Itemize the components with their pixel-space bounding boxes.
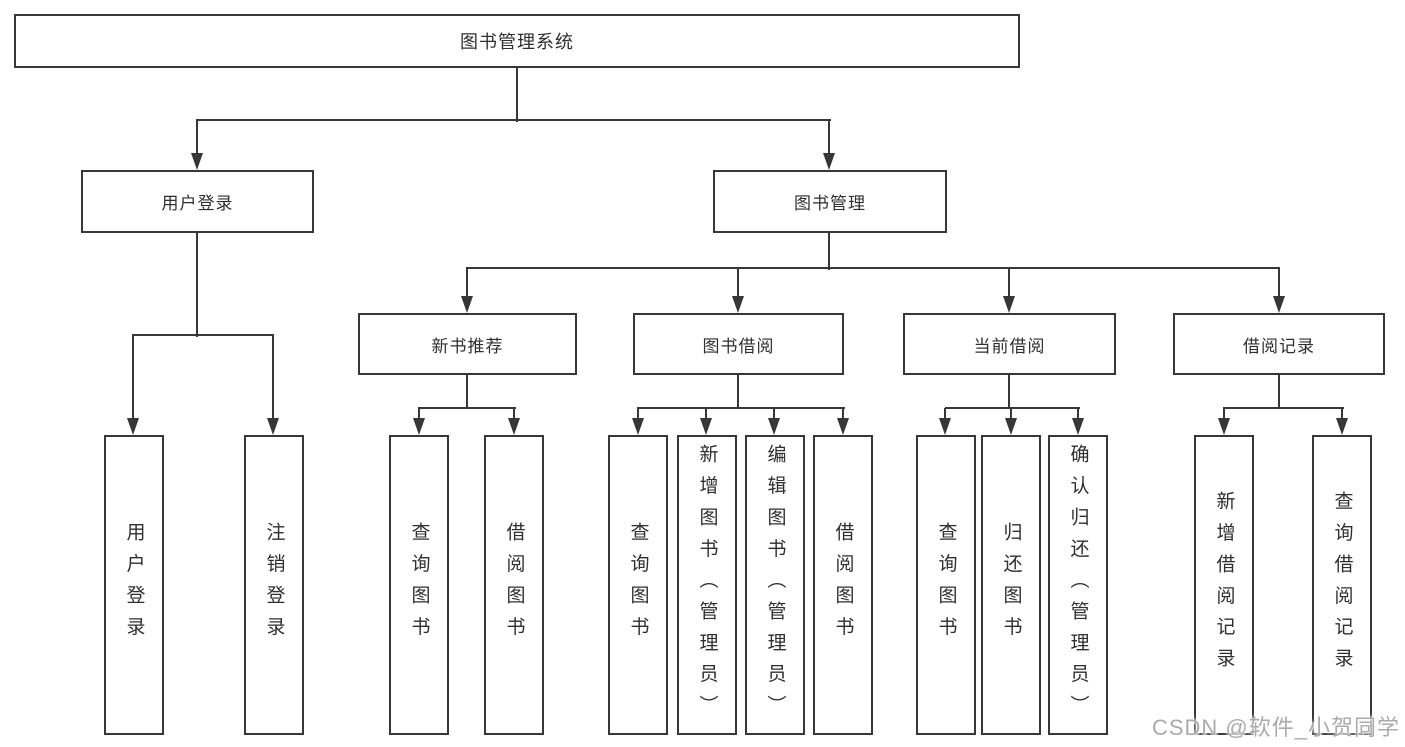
node-label: 当前借阅 — [973, 336, 1046, 356]
arrow-down-icon — [1218, 418, 1230, 435]
connector-line — [466, 375, 468, 409]
connector-line — [196, 120, 198, 158]
node-root: 图书管理系统 — [14, 14, 1020, 68]
arrow-down-icon — [939, 418, 951, 435]
connector-line — [1008, 268, 1010, 300]
connector-line — [828, 120, 830, 158]
leaf-query-books: 查询图书 — [389, 435, 449, 735]
node-book-borrowing: 图书借阅 — [633, 313, 844, 375]
connector-line — [737, 268, 739, 300]
leaf-edit-books-admin: 编辑图书（管理员） — [745, 435, 805, 735]
leaf-borrow-books: 借阅图书 — [813, 435, 873, 735]
leaf-label: 查询借阅记录 — [1331, 490, 1353, 680]
arrow-down-icon — [700, 418, 712, 435]
leaf-query-borrow-record: 查询借阅记录 — [1312, 435, 1372, 735]
arrow-down-icon — [1336, 418, 1348, 435]
arrow-down-icon — [267, 418, 279, 435]
node-borrowing-records: 借阅记录 — [1173, 313, 1385, 375]
arrow-down-icon — [1003, 296, 1015, 313]
connector-line — [737, 375, 739, 409]
leaf-label: 编辑图书（管理员） — [764, 443, 786, 727]
leaf-label: 借阅图书 — [832, 522, 854, 648]
connector-line — [944, 408, 946, 422]
node-label: 新书推荐 — [431, 336, 504, 356]
connector-line — [196, 233, 198, 337]
leaf-label: 查询图书 — [627, 522, 649, 648]
connector-line — [516, 68, 518, 122]
connector-line — [1278, 268, 1280, 300]
connector-line — [418, 407, 516, 409]
leaf-label: 查询图书 — [935, 522, 957, 648]
arrow-down-icon — [1072, 418, 1084, 435]
arrow-down-icon — [461, 296, 473, 313]
arrow-down-icon — [413, 418, 425, 435]
leaf-label: 归还图书 — [1000, 522, 1022, 648]
node-root-label: 图书管理系统 — [460, 32, 574, 52]
node-label: 用户登录 — [161, 194, 234, 213]
leaf-label: 确认归还（管理员） — [1067, 443, 1089, 727]
connector-line — [1010, 408, 1012, 422]
connector-line — [132, 334, 274, 336]
leaf-label: 新增图书（管理员） — [696, 443, 718, 727]
arrow-down-icon — [732, 296, 744, 313]
leaf-label: 查询图书 — [408, 522, 430, 648]
node-new-book-recommendation: 新书推荐 — [358, 313, 577, 375]
arrow-down-icon — [1005, 418, 1017, 435]
leaf-add-books-admin: 新增图书（管理员） — [677, 435, 737, 735]
connector-line — [466, 268, 468, 300]
arrow-down-icon — [768, 418, 780, 435]
node-book-management-branch: 图书管理 — [713, 170, 947, 233]
leaf-user-login: 用户登录 — [104, 435, 164, 735]
node-label: 借阅记录 — [1243, 336, 1315, 356]
connector-line — [418, 408, 420, 422]
leaf-query-books: 查询图书 — [916, 435, 976, 735]
connector-line — [945, 407, 1080, 409]
arrow-down-icon — [508, 418, 520, 435]
connector-line — [1077, 408, 1079, 422]
connector-line — [842, 408, 844, 422]
node-user-login-branch: 用户登录 — [81, 170, 314, 233]
connector-line — [773, 408, 775, 422]
connector-line — [828, 233, 830, 270]
arrow-down-icon — [837, 418, 849, 435]
connector-line — [196, 119, 831, 121]
node-current-borrowing: 当前借阅 — [903, 313, 1116, 375]
leaf-add-borrow-record: 新增借阅记录 — [1194, 435, 1254, 735]
leaf-confirm-return-admin: 确认归还（管理员） — [1048, 435, 1108, 735]
leaf-borrow-books: 借阅图书 — [484, 435, 544, 735]
connector-line — [132, 335, 134, 423]
arrow-down-icon — [1273, 296, 1285, 313]
arrow-down-icon — [127, 418, 139, 435]
connector-line — [1223, 407, 1344, 409]
leaf-label: 用户登录 — [123, 522, 145, 648]
leaf-label: 借阅图书 — [503, 522, 525, 648]
arrow-down-icon — [823, 153, 835, 170]
node-label: 图书借阅 — [702, 336, 775, 356]
connector-line — [705, 408, 707, 422]
leaf-label: 注销登录 — [263, 522, 285, 648]
watermark: CSDN @软件_小贺同学 — [1151, 715, 1400, 740]
leaf-label: 新增借阅记录 — [1213, 490, 1235, 680]
arrow-down-icon — [191, 153, 203, 170]
connector-line — [466, 267, 1280, 269]
connector-line — [637, 408, 639, 422]
arrow-down-icon — [632, 418, 644, 435]
node-label: 图书管理 — [794, 194, 866, 213]
leaf-return-books: 归还图书 — [981, 435, 1041, 735]
connector-line — [1223, 408, 1225, 422]
leaf-query-books: 查询图书 — [608, 435, 668, 735]
connector-line — [272, 335, 274, 423]
connector-line — [513, 408, 515, 422]
connector-line — [1278, 375, 1280, 409]
connector-line — [637, 407, 845, 409]
connector-line — [1008, 375, 1010, 409]
leaf-logout: 注销登录 — [244, 435, 304, 735]
connector-line — [1341, 408, 1343, 422]
